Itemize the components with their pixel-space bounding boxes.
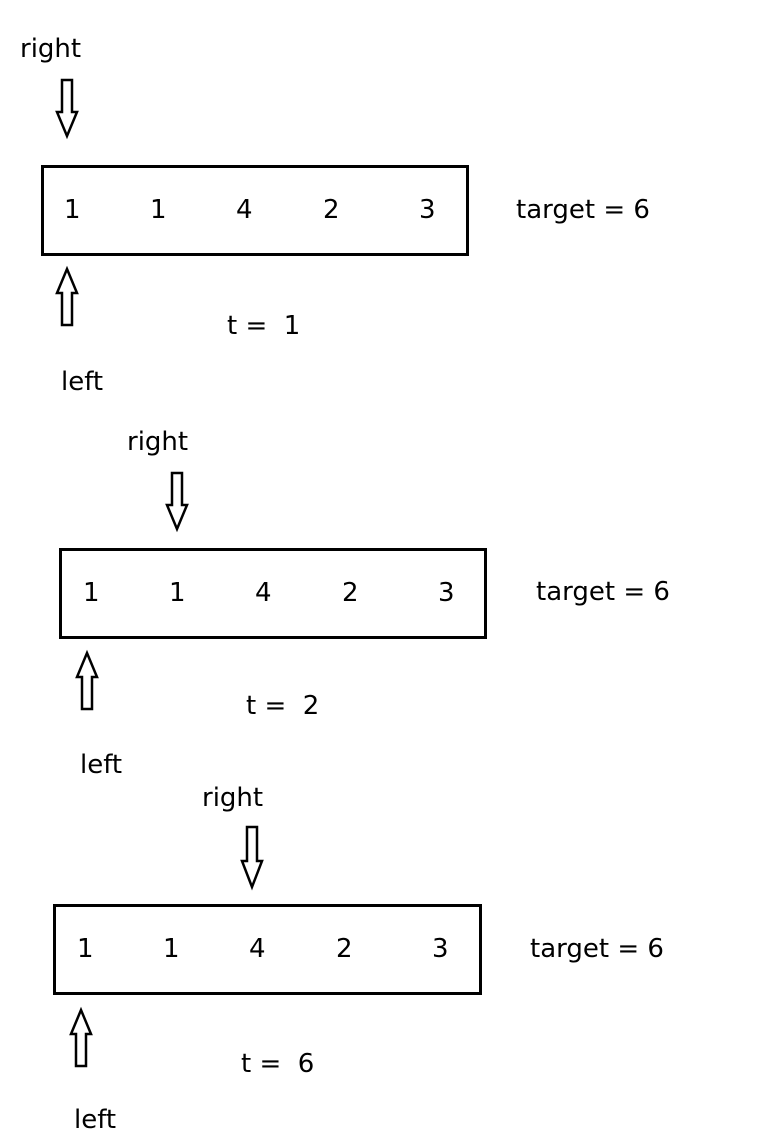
left-arrow-up-icon bbox=[75, 649, 99, 711]
left-label: left bbox=[80, 750, 123, 780]
array-cell: 1 bbox=[150, 195, 167, 225]
array-cell: 4 bbox=[249, 934, 266, 964]
right-arrow-down-icon bbox=[240, 825, 264, 891]
array-cell: 1 bbox=[83, 578, 100, 608]
array-cell: 1 bbox=[169, 578, 186, 608]
t-value-label: t = 1 bbox=[227, 311, 301, 341]
array-cell: 3 bbox=[432, 934, 449, 964]
right-arrow-down-icon bbox=[55, 78, 79, 140]
array-cell: 1 bbox=[64, 195, 81, 225]
right-label: right bbox=[20, 34, 82, 64]
left-label: left bbox=[74, 1105, 117, 1135]
left-label: left bbox=[61, 367, 104, 397]
array-cell: 4 bbox=[255, 578, 272, 608]
t-value-label: t = 6 bbox=[241, 1049, 315, 1079]
array-cell: 1 bbox=[163, 934, 180, 964]
array-cell: 2 bbox=[323, 195, 340, 225]
array-box: 1 1 4 2 3 bbox=[53, 904, 482, 995]
array-box: 1 1 4 2 3 bbox=[59, 548, 487, 639]
right-arrow-down-icon bbox=[165, 471, 189, 533]
left-arrow-up-icon bbox=[69, 1006, 93, 1068]
array-cell: 4 bbox=[236, 195, 253, 225]
right-label: right bbox=[202, 783, 264, 813]
target-label: target = 6 bbox=[536, 577, 670, 607]
array-cell: 1 bbox=[77, 934, 94, 964]
target-label: target = 6 bbox=[516, 195, 650, 225]
array-cell: 2 bbox=[336, 934, 353, 964]
array-box: 1 1 4 2 3 bbox=[41, 165, 469, 256]
target-label: target = 6 bbox=[530, 934, 664, 964]
array-cell: 3 bbox=[419, 195, 436, 225]
left-arrow-up-icon bbox=[55, 265, 79, 327]
t-value-label: t = 2 bbox=[246, 691, 320, 721]
array-cell: 2 bbox=[342, 578, 359, 608]
array-cell: 3 bbox=[438, 578, 455, 608]
right-label: right bbox=[127, 427, 189, 457]
